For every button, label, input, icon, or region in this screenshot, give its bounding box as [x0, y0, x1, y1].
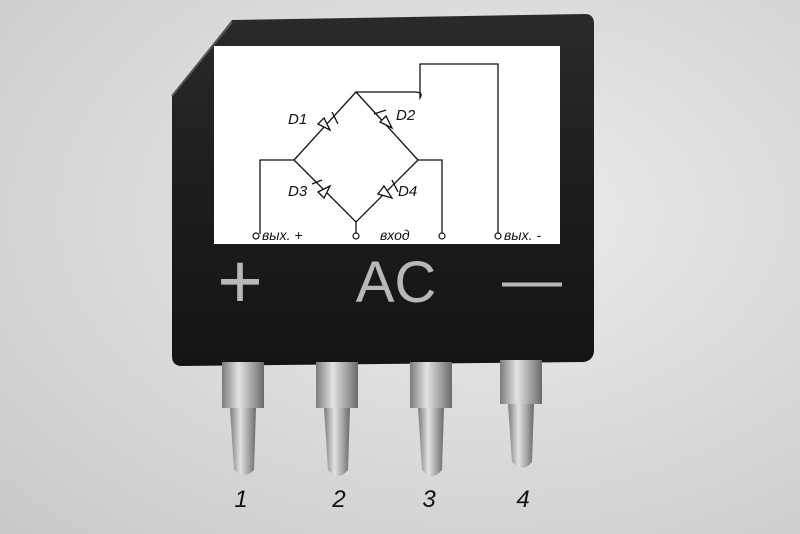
label-d2: D2 [396, 107, 416, 124]
pin-number-1: 1 [234, 486, 248, 513]
package-edge-highlight [171, 21, 233, 97]
label-d4: D4 [398, 183, 417, 200]
label-d1: D1 [288, 111, 307, 128]
schematic-wires [259, 63, 499, 234]
pin-1 [222, 362, 264, 475]
label-out-minus: вых. - [504, 227, 541, 243]
marking-ac: AC [356, 250, 437, 315]
pin-number-4: 4 [516, 486, 530, 513]
label-d3: D3 [288, 183, 308, 200]
label-out-plus: вых. + [262, 227, 303, 243]
pin-number-3: 3 [422, 486, 436, 513]
pin-2 [316, 362, 358, 476]
diode-d1 [316, 111, 339, 132]
marking-minus: — [502, 246, 562, 313]
diode-d2 [373, 109, 394, 130]
diode-d4 [376, 179, 399, 200]
pin-3 [410, 362, 452, 476]
schematic-background [214, 46, 560, 244]
label-input: вход [380, 227, 410, 243]
pin-number-2: 2 [332, 486, 346, 513]
pins [222, 360, 542, 476]
marking-plus: + [217, 237, 263, 325]
diode-d3 [311, 179, 332, 200]
schematic-overlay: D1 D2 D3 D4 вых. + вход вых. - [214, 46, 560, 244]
pin-4 [500, 360, 542, 468]
schematic-terminals [252, 232, 502, 240]
